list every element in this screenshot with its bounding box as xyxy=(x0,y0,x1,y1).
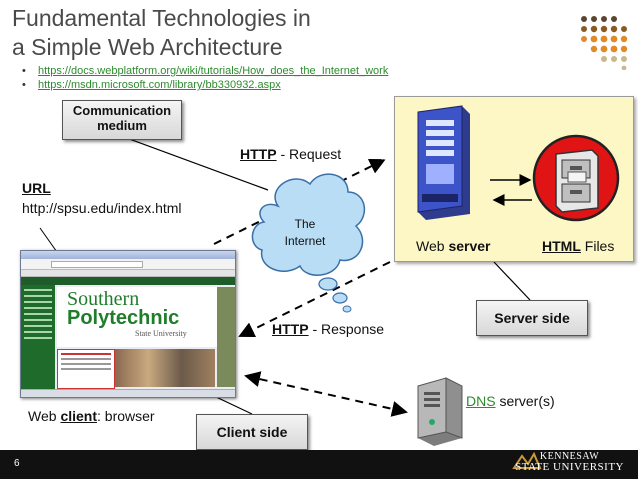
html-keyword: HTML xyxy=(542,238,581,254)
http-request-arrow xyxy=(213,159,386,245)
internet-line-1: The xyxy=(294,217,316,231)
url-heading: URL xyxy=(22,180,51,196)
site-photo-strip xyxy=(217,287,235,387)
title-line-2: a Simple Web Architecture xyxy=(12,34,283,60)
files-text: Files xyxy=(580,238,615,254)
web-server-label: Web server xyxy=(416,238,490,254)
web-client-label: Web client: browser xyxy=(28,408,155,424)
response-text: - Response xyxy=(308,321,385,337)
dns-server-icon xyxy=(417,377,463,446)
two-way-arrows-icon xyxy=(490,174,532,206)
web-server-icon xyxy=(417,105,470,220)
slide-title: Fundamental Technologies in a Simple Web… xyxy=(12,4,412,62)
client-side-pointer xyxy=(213,395,253,415)
ksu-logo-icon xyxy=(512,451,542,469)
http-request-label: HTTP - Request xyxy=(240,146,341,162)
title-line-1: Fundamental Technologies in xyxy=(12,5,311,31)
dns-link[interactable]: DNS xyxy=(466,393,496,409)
dns-server-label: DNS server(s) xyxy=(466,393,555,409)
server-keyword: server xyxy=(448,238,491,254)
reference-links: https://docs.webplatform.org/wiki/tutori… xyxy=(22,64,388,92)
dns-suffix: server(s) xyxy=(495,393,555,409)
browser-toolbar xyxy=(21,270,235,277)
request-text: - Request xyxy=(276,146,342,162)
internet-line-2: Internet xyxy=(284,234,326,248)
communication-medium-box: Communication medium xyxy=(62,100,182,140)
html-files-icon xyxy=(532,134,620,222)
dns-arrow xyxy=(244,371,408,417)
browser-status-bar xyxy=(21,389,235,397)
site-banner: Southern Polytechnic State University xyxy=(57,287,217,347)
web-prefix: Web xyxy=(416,238,449,254)
site-nav-bar xyxy=(21,277,235,285)
html-files-label: HTML Files xyxy=(542,238,614,254)
site-name-line-3: State University xyxy=(135,329,187,338)
comm-medium-pointer xyxy=(123,136,269,191)
internet-cloud-icon xyxy=(251,173,366,313)
site-alert-box xyxy=(57,349,115,389)
http-response-label: HTTP - Response xyxy=(272,321,384,337)
client-side-label: Client side xyxy=(216,424,288,440)
browser-address-bar xyxy=(21,259,235,270)
server-side-box: Server side xyxy=(476,300,588,336)
link-webplatform[interactable]: https://docs.webplatform.org/wiki/tutori… xyxy=(38,65,389,77)
server-side-label: Server side xyxy=(494,310,570,326)
site-name-line-2: Polytechnic xyxy=(67,307,180,329)
university-line-2: STATE UNIVERSITY xyxy=(515,461,624,473)
client-keyword: client xyxy=(60,408,98,424)
browser-title-bar xyxy=(21,251,235,259)
site-sidebar xyxy=(21,285,55,389)
page-number: 6 xyxy=(14,458,20,469)
client-side-box: Client side xyxy=(196,414,308,450)
decorative-dots xyxy=(581,16,628,70)
url-value: http://spsu.edu/index.html xyxy=(22,200,182,216)
university-logo-text: KENNESAW STATE UNIVERSITY xyxy=(515,451,624,473)
link-msdn[interactable]: https://msdn.microsoft.com/library/bb330… xyxy=(38,79,281,91)
site-name-line-1: Southern xyxy=(67,288,140,310)
browser-screenshot: Southern Polytechnic State University xyxy=(20,250,236,398)
communication-medium-label: Communication medium xyxy=(72,103,172,133)
http-keyword: HTTP xyxy=(240,146,277,162)
list-item: https://msdn.microsoft.com/library/bb330… xyxy=(22,78,388,92)
footer-bar xyxy=(0,450,638,479)
university-line-1: KENNESAW xyxy=(539,451,600,462)
http-keyword: HTTP xyxy=(272,321,309,337)
site-photos xyxy=(115,349,215,387)
web-client-prefix: Web xyxy=(28,408,61,424)
server-side-pointer xyxy=(493,261,531,301)
internet-label: The Internet xyxy=(270,216,340,250)
list-item: https://docs.webplatform.org/wiki/tutori… xyxy=(22,64,388,78)
browser-suffix: : browser xyxy=(97,408,155,424)
